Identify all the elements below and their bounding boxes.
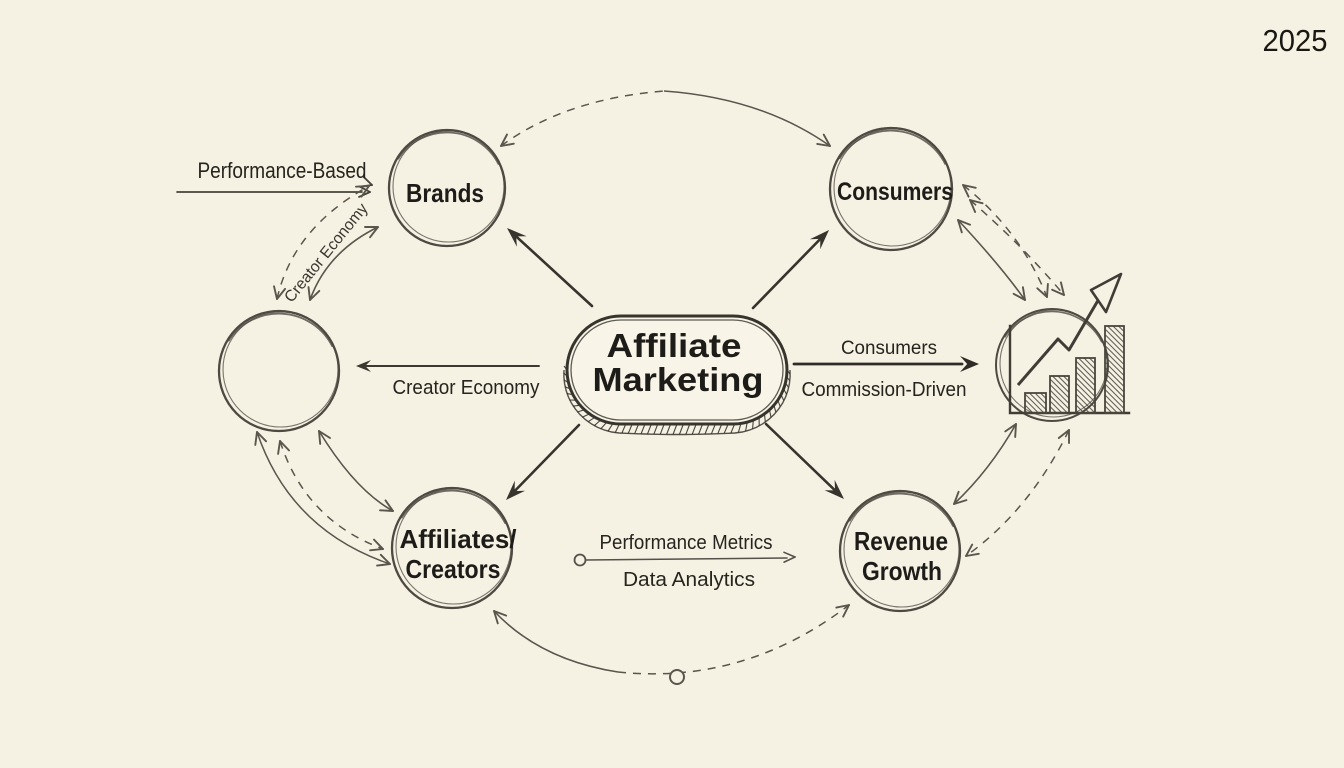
svg-text:Consumers: Consumers — [837, 178, 953, 206]
svg-text:Creator Economy: Creator Economy — [393, 377, 540, 399]
svg-text:Affiliates/: Affiliates/ — [400, 524, 517, 554]
svg-text:Growth: Growth — [862, 556, 942, 586]
svg-text:Creators: Creators — [406, 554, 501, 584]
svg-text:Marketing: Marketing — [593, 361, 764, 398]
svg-text:Brands: Brands — [406, 178, 484, 208]
svg-text:2025: 2025 — [1263, 23, 1328, 58]
svg-text:Affiliate: Affiliate — [607, 327, 742, 364]
svg-text:Commission-Driven: Commission-Driven — [802, 379, 967, 401]
svg-text:Revenue: Revenue — [854, 526, 948, 556]
svg-text:Performance-Based: Performance-Based — [198, 158, 367, 183]
svg-text:Consumers: Consumers — [841, 338, 937, 359]
svg-text:Data Analytics: Data Analytics — [623, 569, 755, 591]
svg-text:Performance Metrics: Performance Metrics — [600, 532, 773, 554]
